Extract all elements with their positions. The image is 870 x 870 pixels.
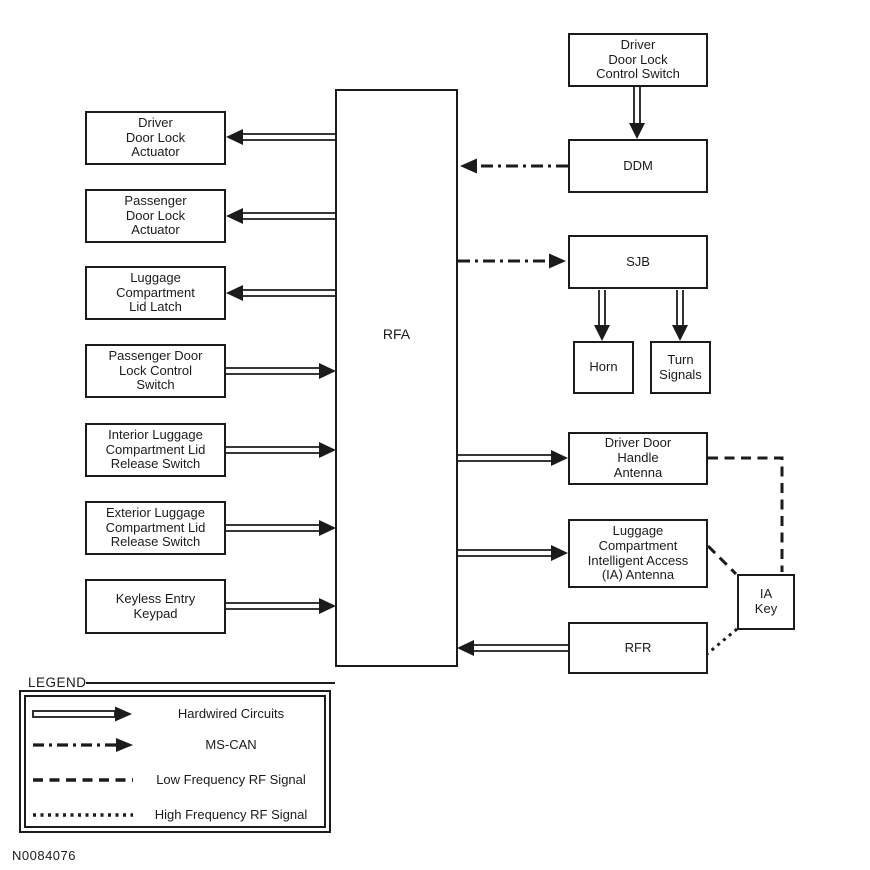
node-label: Keyless Entry Keypad	[115, 590, 196, 621]
legend-row-high-freq: High Frequency RF Signal	[21, 805, 329, 825]
node-luggage-compartment-lid-latch: Luggage Compartment Lid Latch	[85, 266, 226, 320]
connector-rfa-to-passenger-door-lock-actuator	[226, 208, 336, 224]
node-label: Exterior Luggage Compartment Lid Release…	[105, 504, 206, 550]
connector-rfa-to-sjb-mscan	[458, 253, 566, 269]
high-frequency-line-sample-icon	[33, 813, 133, 817]
node-label: Driver Door Handle Antenna	[604, 435, 672, 480]
connector-exterior-release-to-rfa	[226, 520, 336, 536]
connector-rfa-to-ia-antenna	[457, 545, 568, 561]
legend-row-hardwired: Hardwired Circuits	[21, 704, 329, 724]
node-label: RFR	[624, 639, 652, 655]
connector-ia-key-to-rfr-hf	[706, 627, 738, 656]
node-driver-door-lock-actuator: Driver Door Lock Actuator	[85, 111, 226, 165]
connector-ia-antenna-to-ia-key-lf	[706, 544, 738, 576]
node-label: Driver Door Lock Control Switch	[596, 36, 680, 82]
node-label: RFA	[382, 326, 411, 342]
legend-label-ms-can: MS-CAN	[205, 737, 257, 752]
connector-interior-release-to-rfa	[226, 442, 336, 458]
connector-passenger-lock-switch-to-rfa	[226, 363, 336, 379]
legend-label-high-freq: High Frequency RF Signal	[154, 807, 308, 822]
legend-row-ms-can: MS-CAN	[21, 735, 329, 755]
connector-rfa-to-luggage-lid-latch	[226, 285, 336, 301]
connector-sjb-to-horn	[594, 290, 610, 341]
node-rfr: RFR	[568, 622, 708, 674]
legend-title-rule	[86, 682, 335, 684]
node-label: Passenger Door Lock Actuator	[124, 192, 187, 238]
node-passenger-door-lock-actuator: Passenger Door Lock Actuator	[85, 189, 226, 243]
legend-title: LEGEND	[28, 675, 87, 690]
connector-ddm-to-rfa-mscan	[460, 158, 568, 174]
node-label: DDM	[623, 157, 653, 173]
node-driver-door-lock-control-switch: Driver Door Lock Control Switch	[568, 33, 708, 87]
node-luggage-ia-antenna: Luggage Compartment Intelligent Access (…	[568, 519, 708, 588]
node-interior-luggage-release-switch: Interior Luggage Compartment Lid Release…	[85, 423, 226, 477]
node-exterior-luggage-release-switch: Exterior Luggage Compartment Lid Release…	[85, 501, 226, 555]
connector-handle-antenna-to-ia-key-lf	[708, 456, 784, 572]
connector-keypad-to-rfa	[226, 598, 336, 614]
legend-inner-border	[24, 695, 326, 828]
connector-sjb-to-turn-signals	[672, 290, 688, 341]
node-label: SJB	[626, 253, 650, 269]
node-label: Luggage Compartment Intelligent Access (…	[587, 523, 689, 583]
legend-row-low-freq: Low Frequency RF Signal	[21, 770, 329, 790]
node-driver-door-handle-antenna: Driver Door Handle Antenna	[568, 432, 708, 485]
node-horn: Horn	[573, 341, 634, 394]
node-passenger-door-lock-control-switch: Passenger Door Lock Control Switch	[85, 344, 226, 398]
node-sjb: SJB	[568, 235, 708, 289]
hardwired-line-sample-icon	[32, 706, 132, 722]
connector-rfr-to-rfa	[457, 640, 568, 656]
node-turn-signals: Turn Signals	[650, 341, 711, 394]
node-ddm: DDM	[568, 139, 708, 193]
connector-rfa-to-driver-door-lock-actuator	[226, 129, 336, 145]
node-rfa: RFA	[335, 89, 458, 667]
node-label: Interior Luggage Compartment Lid Release…	[105, 426, 206, 472]
node-label: Turn Signals	[659, 351, 702, 382]
node-ia-key: IA Key	[737, 574, 795, 630]
node-keyless-entry-keypad: Keyless Entry Keypad	[85, 579, 226, 634]
node-label: Horn	[589, 359, 618, 375]
connector-rfa-to-door-handle-antenna	[457, 450, 568, 466]
node-label: IA Key	[754, 586, 778, 616]
low-frequency-line-sample-icon	[33, 778, 133, 782]
connector-lock-switch-to-ddm	[629, 87, 645, 139]
node-label: Passenger Door Lock Control Switch	[108, 347, 203, 393]
node-label: Luggage Compartment Lid Latch	[116, 269, 195, 315]
node-label: Driver Door Lock Actuator	[125, 114, 186, 160]
figure-id: N0084076	[12, 848, 76, 863]
ms-can-line-sample-icon	[33, 738, 133, 752]
legend-box: Hardwired Circuits MS-CAN Low Frequency …	[19, 690, 331, 833]
legend-label-hardwired: Hardwired Circuits	[177, 706, 285, 721]
legend-label-low-freq: Low Frequency RF Signal	[156, 772, 306, 787]
